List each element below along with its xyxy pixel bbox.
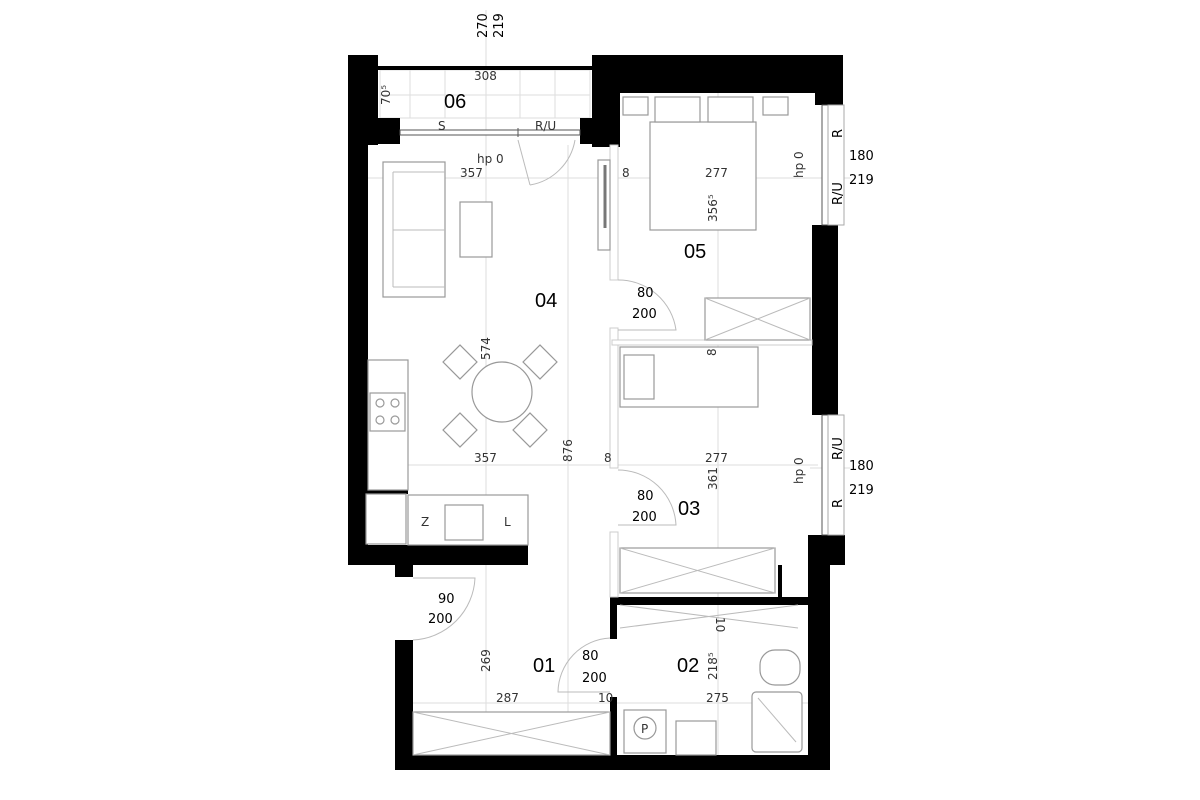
room-05: 05: [684, 241, 706, 263]
dim-living-width-2: 357: [474, 451, 497, 465]
hp-living: hp 0: [477, 152, 504, 166]
win05-ru: R/U: [831, 182, 846, 205]
door05-width: 80: [637, 286, 654, 301]
room-02: 02: [677, 655, 699, 677]
dim-top-sill: 219: [492, 13, 507, 38]
dim-bath-partition: 10: [713, 617, 727, 632]
boiler-label: P: [641, 722, 648, 736]
door03-width: 80: [637, 489, 654, 504]
win03-width: 180: [849, 459, 874, 474]
dim-bed03-width: 277: [705, 451, 728, 465]
room-01: 01: [533, 655, 555, 677]
windows: [399, 104, 845, 536]
kitchen-l: L: [504, 515, 511, 529]
door05-height: 200: [632, 307, 657, 322]
win05-width: 180: [849, 149, 874, 164]
dim-partition-05: 8: [622, 166, 630, 180]
room-04: 04: [535, 290, 557, 312]
entry-door-height: 200: [428, 612, 453, 627]
win05-r: R: [831, 129, 846, 138]
dim-balcony-depth: 70⁵: [379, 85, 393, 105]
room-03: 03: [678, 498, 700, 520]
door-ru-label: R/U: [535, 119, 556, 133]
win03-ru: R/U: [831, 437, 846, 460]
hp-03: hp 0: [792, 457, 806, 484]
room-06: 06: [444, 91, 466, 113]
doors: [412, 139, 677, 693]
win03-height: 219: [849, 483, 874, 498]
dim-top-height: 270: [476, 13, 491, 38]
dim-hall-depth: 269: [479, 649, 493, 672]
hp-05: hp 0: [792, 151, 806, 178]
door02-height: 200: [582, 671, 607, 686]
dim-bath-depth: 218⁵: [706, 652, 720, 680]
walls: [348, 55, 845, 770]
dim-living-total: 876: [561, 439, 575, 462]
door-s-label: S: [438, 119, 446, 133]
dim-bed03-depth: 361: [706, 467, 720, 490]
dim-living-depth: 574: [479, 337, 493, 360]
dim-living-width: 357: [460, 166, 483, 180]
labels: 270 219 308 70⁵ 06 S R/U hp 0 357 04 574…: [379, 13, 874, 736]
dim-balcony-width: 308: [474, 69, 497, 83]
door03-height: 200: [632, 510, 657, 525]
kitchen-z: Z: [421, 515, 429, 529]
dim-hall-partition: 10: [598, 691, 613, 705]
dim-hall-width: 287: [496, 691, 519, 705]
win05-height: 219: [849, 173, 874, 188]
dim-partition-03: 8: [604, 451, 612, 465]
dim-partition-05-03: 8: [705, 348, 719, 356]
dim-bath-width: 275: [706, 691, 729, 705]
win03-r: R: [831, 499, 846, 508]
dim-bed05-depth: 356⁵: [706, 194, 720, 222]
door02-width: 80: [582, 649, 599, 664]
furniture: [365, 96, 811, 756]
entry-door-width: 90: [438, 592, 455, 607]
dim-bed05-width: 277: [705, 166, 728, 180]
